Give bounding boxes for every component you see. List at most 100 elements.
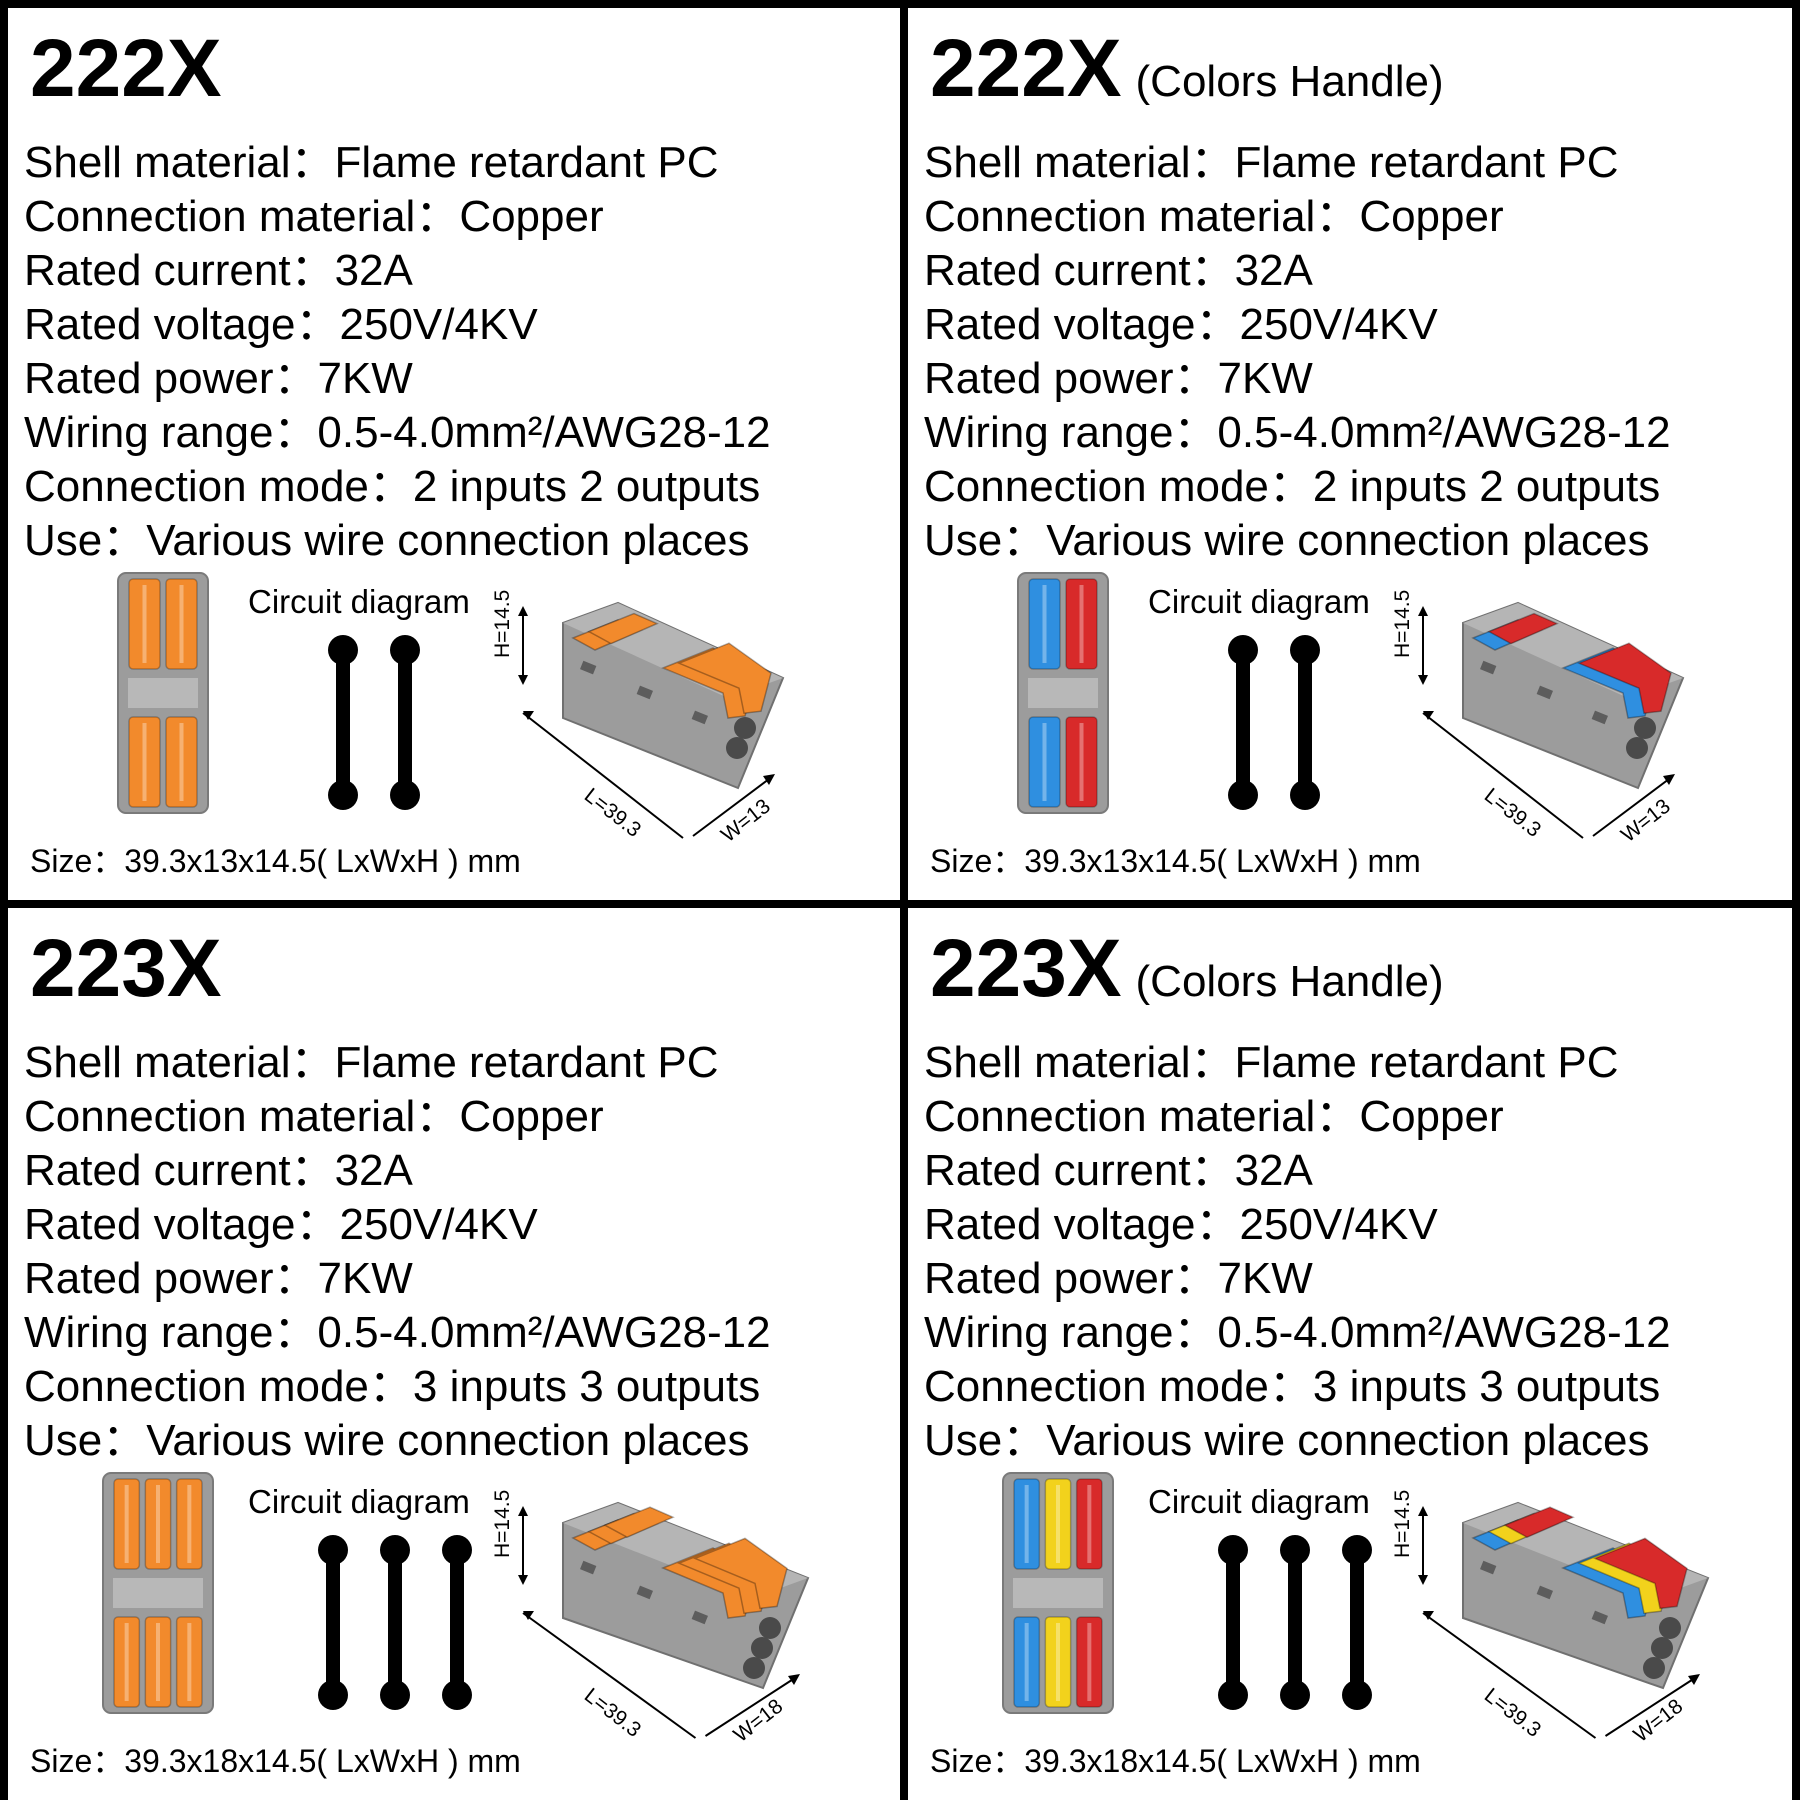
arrowhead bbox=[788, 1674, 800, 1685]
arrowhead bbox=[1423, 1611, 1434, 1620]
circuit-terminal-in-3 bbox=[442, 1535, 472, 1565]
circuit-terminal-in-2 bbox=[390, 635, 420, 665]
lever-highlight bbox=[124, 1485, 129, 1563]
lever-front-3 bbox=[1593, 1537, 1688, 1610]
height-dimension-label: H=14.5 bbox=[1391, 590, 1414, 658]
circuit-terminal-in-1 bbox=[328, 635, 358, 665]
circuit-terminal-in-1 bbox=[318, 1535, 348, 1565]
width-dimension-line bbox=[704, 1675, 799, 1737]
circuit-terminal-in-1 bbox=[1228, 635, 1258, 665]
spec-rated-current: Rated current：32A bbox=[924, 1146, 1313, 1195]
width-dimension-line bbox=[1604, 1675, 1699, 1737]
side-slot bbox=[580, 660, 597, 675]
connector-top-view bbox=[1017, 572, 1109, 814]
circuit-terminal-out-1 bbox=[318, 1680, 348, 1710]
arrowhead bbox=[518, 1506, 528, 1516]
lever-highlight bbox=[142, 723, 147, 801]
wire-hole-1 bbox=[1634, 717, 1656, 739]
spec-connection-material: Connection material：Copper bbox=[24, 1092, 604, 1141]
model-name: 222X bbox=[930, 23, 1122, 114]
lever-highlight bbox=[179, 723, 184, 801]
housing-center-bar bbox=[128, 678, 198, 708]
circuit-terminal-out-3 bbox=[442, 1680, 472, 1710]
circuit-terminal-in-2 bbox=[380, 1535, 410, 1565]
wire-hole-2 bbox=[726, 737, 748, 759]
lever-highlight bbox=[179, 585, 184, 663]
spec-connection-mode: Connection mode：3 inputs 3 outputs bbox=[924, 1362, 1661, 1411]
lever-highlight bbox=[1087, 1485, 1092, 1563]
length-dimension-line bbox=[1422, 1612, 1597, 1739]
model-subtitle: (Colors Handle) bbox=[1135, 957, 1444, 1006]
spec-list: Shell material：Flame retardant PC Connec… bbox=[924, 1036, 1671, 1468]
lever-highlight bbox=[142, 585, 147, 663]
lever-bottom-3 bbox=[1075, 1616, 1103, 1708]
lever-bottom-2 bbox=[1065, 716, 1098, 808]
spec-wiring-range: Wiring range：0.5-4.0mm²/AWG28-12 bbox=[24, 1308, 771, 1357]
spec-list: Shell material：Flame retardant PC Connec… bbox=[24, 136, 771, 568]
spec-connection-material: Connection material：Copper bbox=[924, 192, 1504, 241]
lever-top-2 bbox=[1044, 1478, 1072, 1570]
lever-highlight bbox=[1024, 1623, 1029, 1701]
spec-connection-material: Connection material：Copper bbox=[24, 192, 604, 241]
spec-rated-current: Rated current：32A bbox=[24, 1146, 413, 1195]
lever-rear-3 bbox=[1503, 1506, 1575, 1539]
length-dimension-label: L=39.3 bbox=[1480, 1684, 1545, 1742]
circuit-terminal-in-2 bbox=[1290, 635, 1320, 665]
panel-222x-colors: 222X(Colors Handle) Shell material：Flame… bbox=[908, 8, 1792, 900]
side-slot bbox=[636, 685, 653, 700]
lever-top-1 bbox=[128, 578, 161, 670]
length-dimension-label: L=39.3 bbox=[580, 1684, 645, 1742]
width-dimension-label: W=13 bbox=[717, 795, 775, 847]
spec-rated-current: Rated current：32A bbox=[24, 246, 413, 295]
circuit-terminal-out-1 bbox=[1218, 1680, 1248, 1710]
arrowhead bbox=[763, 774, 775, 785]
side-slot bbox=[1480, 660, 1497, 675]
lever-highlight bbox=[156, 1623, 160, 1701]
lever-rear-2 bbox=[1487, 612, 1559, 645]
spec-rated-power: Rated power：7KW bbox=[924, 354, 1313, 403]
lever-top-3 bbox=[1075, 1478, 1103, 1570]
spec-wiring-range: Wiring range：0.5-4.0mm²/AWG28-12 bbox=[924, 1308, 1671, 1357]
lever-rear-2 bbox=[587, 612, 659, 645]
panel-223x: 223X Shell material：Flame retardant PC C… bbox=[8, 908, 900, 1800]
lever-bottom-2 bbox=[144, 1616, 172, 1708]
lever-top-1 bbox=[113, 1478, 141, 1570]
arrowhead bbox=[1418, 606, 1428, 616]
lever-top-1 bbox=[1013, 1478, 1041, 1570]
lever-top-2 bbox=[165, 578, 198, 670]
wire-hole-2 bbox=[751, 1637, 773, 1659]
spec-use: Use：Various wire connection places bbox=[924, 1416, 1650, 1465]
side-slot bbox=[1536, 685, 1553, 700]
wire-hole-3 bbox=[1643, 1657, 1665, 1679]
width-dimension-label: W=13 bbox=[1617, 795, 1675, 847]
spec-wiring-range: Wiring range：0.5-4.0mm²/AWG28-12 bbox=[924, 408, 1671, 457]
arrowhead bbox=[1418, 1575, 1428, 1585]
spec-shell-material: Shell material：Flame retardant PC bbox=[24, 138, 719, 187]
side-slot bbox=[691, 710, 708, 725]
circuit-diagram-label: Circuit diagram bbox=[248, 1483, 470, 1520]
lever-bottom-1 bbox=[128, 716, 161, 808]
wire-hole-1 bbox=[759, 1617, 781, 1639]
lever-rear-3 bbox=[603, 1506, 675, 1539]
side-slot bbox=[1536, 1585, 1553, 1600]
circuit-diagram-label: Circuit diagram bbox=[1148, 583, 1370, 620]
arrowhead bbox=[1418, 1506, 1428, 1516]
side-slot bbox=[1591, 1610, 1608, 1625]
lever-highlight bbox=[1087, 1623, 1092, 1701]
lever-bottom-2 bbox=[165, 716, 198, 808]
model-name: 223X bbox=[30, 923, 222, 1014]
spec-connection-mode: Connection mode：2 inputs 2 outputs bbox=[24, 462, 761, 511]
model-name: 222X bbox=[30, 23, 222, 114]
lever-bottom-2 bbox=[1044, 1616, 1072, 1708]
lever-highlight bbox=[187, 1485, 192, 1563]
wire-hole-1 bbox=[734, 717, 756, 739]
arrowhead bbox=[523, 1611, 534, 1620]
wire-hole-2 bbox=[1651, 1637, 1673, 1659]
arrowhead bbox=[523, 711, 534, 720]
panel-222x: 222X Shell material：Flame retardant PC C… bbox=[8, 8, 900, 900]
circuit-diagram-label: Circuit diagram bbox=[248, 583, 470, 620]
wire-hole-1 bbox=[1659, 1617, 1681, 1639]
spec-shell-material: Shell material：Flame retardant PC bbox=[24, 1038, 719, 1087]
